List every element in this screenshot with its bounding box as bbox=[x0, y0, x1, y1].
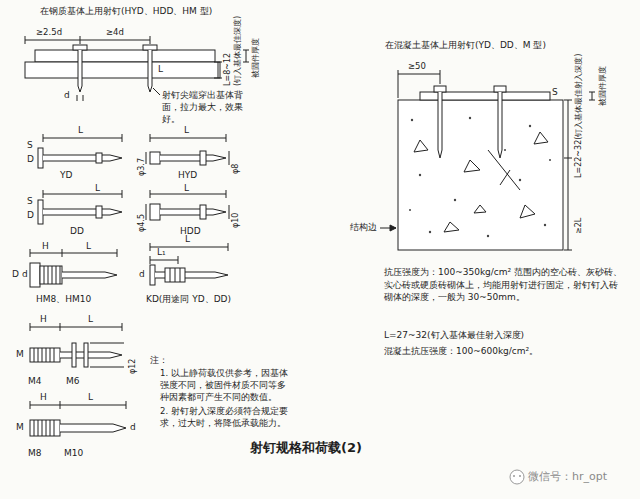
dimension: ≥4d bbox=[106, 27, 124, 38]
note: 抗压强度为：100~350kg/cm² 范围内的空心砖、灰砂砖、实心砖或硬质砖砌… bbox=[384, 266, 624, 304]
dimension: d bbox=[64, 90, 70, 102]
part-name: M8 bbox=[28, 448, 42, 460]
part-name: DD bbox=[70, 226, 84, 238]
dimension: d bbox=[130, 422, 136, 434]
dimension: D bbox=[12, 269, 19, 281]
note: 1. 以上静荷载仅供参考，因基体强度不同，被固件材质不同等多种因素都可产生不同的… bbox=[160, 368, 290, 404]
watermark: 微信号：hr_opt bbox=[528, 470, 607, 484]
dimension-note: L=22~32(钉入基体最佳射入深度) bbox=[574, 54, 584, 178]
dimension: d bbox=[22, 269, 28, 281]
part-name: KD(用途同 YD、DD) bbox=[146, 294, 231, 306]
dimension: φ3.7 bbox=[137, 158, 147, 176]
dimension: L bbox=[185, 234, 190, 246]
dimension: L₁ bbox=[157, 247, 166, 259]
note-heading: 注： bbox=[150, 355, 168, 367]
dimension: D bbox=[27, 154, 34, 166]
drawing-title: 射钉规格和荷载(2) bbox=[250, 440, 362, 457]
dimension-note: 被固件厚度 bbox=[251, 38, 261, 78]
note: 混凝土抗压强度：100~600kg/cm²。 bbox=[384, 346, 538, 358]
dimension: H bbox=[42, 241, 49, 253]
part-name: M10 bbox=[64, 448, 83, 460]
dimension: L bbox=[78, 125, 83, 137]
dimension: L bbox=[86, 241, 91, 253]
part-name: M4 bbox=[28, 376, 42, 388]
dimension: S bbox=[27, 140, 33, 152]
dimension: S bbox=[27, 196, 33, 208]
dimension-note: 被固件厚度 bbox=[598, 66, 608, 106]
dimension: S bbox=[552, 87, 558, 99]
dimension: d bbox=[139, 269, 145, 281]
dimension: L bbox=[88, 314, 93, 326]
dimension-note: (钉入基体最佳深度) bbox=[233, 16, 243, 86]
dimension: L bbox=[88, 392, 93, 404]
part-name: HYD bbox=[178, 170, 197, 182]
dimension: φ4.5 bbox=[137, 214, 147, 232]
edge-label: 结构边 bbox=[350, 222, 377, 234]
callout-note: 射钉尖端穿出基体背面，拉力最大，效果好。 bbox=[162, 90, 257, 126]
dimension: M bbox=[16, 422, 24, 434]
dimension: φ10 bbox=[231, 213, 241, 228]
dimension: L bbox=[184, 183, 189, 195]
note: 2. 射钉射入深度必须符合规定要求，过大时，将降低承载能力。 bbox=[160, 406, 290, 430]
note: L=27~32(钉入基体最佳射入深度) bbox=[384, 330, 524, 342]
section-heading: 在钢质基体上用射钉(HYD、HDD、HM 型) bbox=[40, 6, 212, 18]
part-name: YD bbox=[60, 170, 72, 182]
dimension: ≥2.5d bbox=[36, 27, 62, 38]
dimension: H bbox=[40, 314, 47, 326]
dimension: L bbox=[184, 125, 189, 137]
dimension: ≥50 bbox=[408, 61, 426, 72]
dimension: φ12 bbox=[128, 359, 138, 374]
dimension: D bbox=[27, 210, 34, 222]
dimension: L bbox=[95, 183, 100, 195]
section-heading: 在混凝土基体上用射钉(YD、DD、M 型) bbox=[385, 40, 546, 52]
dimension: L bbox=[158, 64, 163, 76]
dimension: H bbox=[40, 392, 47, 404]
dimension: M bbox=[16, 349, 24, 361]
dimension: φ8 bbox=[231, 164, 241, 174]
dimension: ≥2L bbox=[574, 218, 584, 234]
part-name: HM8、HM10 bbox=[36, 294, 91, 306]
dimension: L=8~12 bbox=[223, 53, 233, 86]
part-name: M6 bbox=[66, 376, 80, 388]
part-name: HDD bbox=[180, 226, 201, 238]
